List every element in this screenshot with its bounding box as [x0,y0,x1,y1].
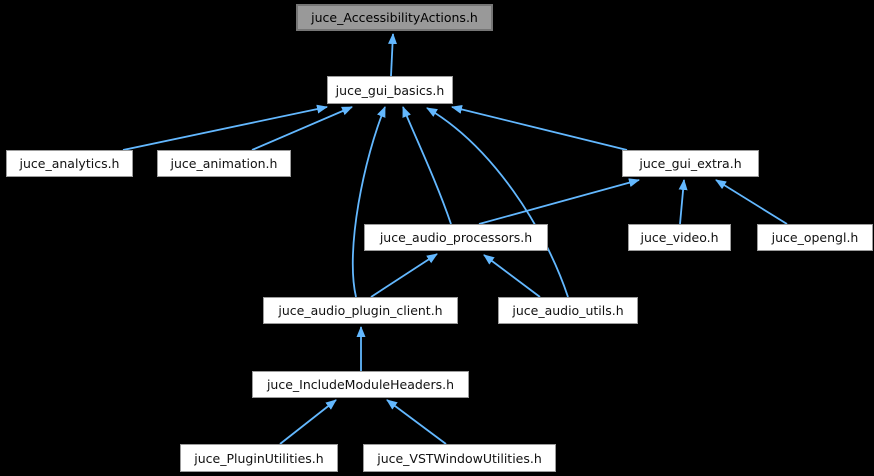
node-juce_gui_basics[interactable]: juce_gui_basics.h [327,76,453,104]
edge-juce_gui_basics-to-juce_AccessibilityActions [388,33,398,77]
edge-juce_audio_plugin_client-to-juce_gui_basics [351,106,386,298]
node-juce_audio_plugin_client[interactable]: juce_audio_plugin_client.h [263,297,458,324]
node-juce_animation[interactable]: juce_animation.h [157,150,291,177]
edge-juce_audio_processors-to-juce_gui_basics [402,106,452,225]
node-juce_IncludeModuleHeaders[interactable]: juce_IncludeModuleHeaders.h [252,371,469,398]
node-juce_VSTWindowUtilities[interactable]: juce_VSTWindowUtilities.h [363,444,556,472]
node-juce_video[interactable]: juce_video.h [628,224,731,251]
edge-juce_audio_utils-to-juce_gui_basics [426,107,569,298]
edge-juce_audio_utils-to-juce_audio_processors [483,254,541,298]
edge-juce_VSTWindowUtilities-to-juce_IncludeModuleHeaders [386,399,447,445]
edge-juce_opengl-to-juce_gui_extra [715,179,788,225]
node-juce_analytics[interactable]: juce_analytics.h [6,150,133,177]
edge-juce_audio_processors-to-juce_gui_extra [478,178,640,225]
edge-juce_video-to-juce_gui_extra [678,179,688,225]
node-juce_audio_processors[interactable]: juce_audio_processors.h [364,224,548,251]
edge-juce_analytics-to-juce_gui_basics [122,104,328,151]
edge-juce_gui_extra-to-juce_gui_basics [451,105,628,151]
edge-juce_PluginUtilities-to-juce_IncludeModuleHeaders [279,399,337,445]
node-juce_PluginUtilities[interactable]: juce_PluginUtilities.h [180,444,338,472]
edge-juce_animation-to-juce_gui_basics [251,106,353,151]
node-juce_audio_utils[interactable]: juce_audio_utils.h [498,297,638,324]
node-juce_opengl[interactable]: juce_opengl.h [757,224,873,251]
node-juce_AccessibilityActions: juce_AccessibilityActions.h [296,4,493,31]
edge-juce_audio_plugin_client-to-juce_audio_processors [370,253,438,298]
node-juce_gui_extra[interactable]: juce_gui_extra.h [622,150,759,177]
